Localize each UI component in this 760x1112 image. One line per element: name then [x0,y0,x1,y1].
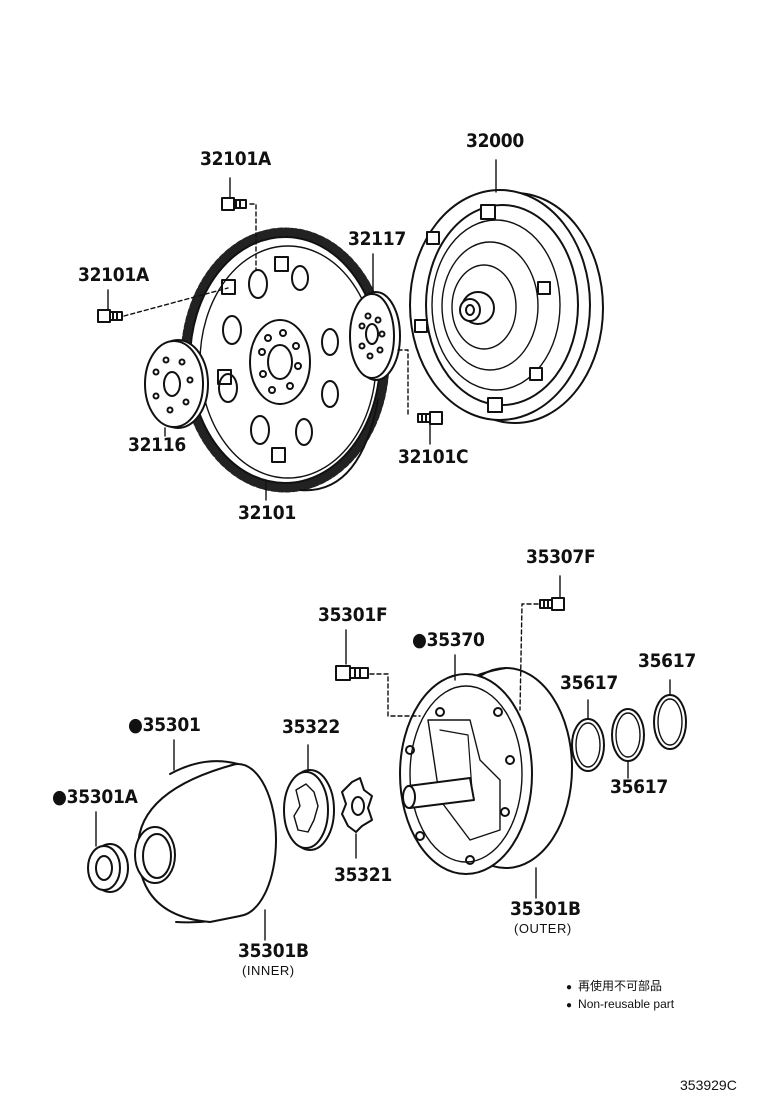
torque-converter [409,159,604,424]
label-35301f: 35301F [318,604,388,626]
oil-pump-body [399,654,573,899]
label-32117: 32117 [348,228,406,250]
label-35370: ●35370 [412,629,485,651]
label-35301: ●35301 [128,714,201,736]
label-35321: 35321 [334,864,392,886]
oil-seal [87,811,129,893]
spacer-plate-32116 [144,339,209,437]
label-32116: 32116 [128,434,186,456]
label-32101a-left: 32101A [78,264,149,286]
label-35322: 35322 [282,716,340,738]
legend-japanese: ● 再使用不可部品 [566,980,662,993]
label-35301a: ●35301A [52,786,138,808]
legend-bullet-icon: ● [566,1000,573,1011]
bolt-35307f [519,575,565,711]
bolt-32101a-top [221,177,257,271]
legend-english: ● Non-reusable part [566,998,674,1011]
sublabel-inner: (INNER) [242,963,295,978]
label-35307f: 35307F [526,546,596,568]
sublabel-outer: (OUTER) [514,921,572,936]
drive-plate [180,227,390,501]
bolt-35301f [335,629,421,717]
legend-en-text: Non-reusable part [578,997,675,1011]
label-35301b-inner: 35301B [238,940,309,962]
label-35617-right: 35617 [638,650,696,672]
diagram-code: 353929C [680,1077,737,1093]
o-rings [571,679,687,779]
bolt-32101a-left [97,287,229,323]
legend-jp-text: 再使用不可部品 [578,979,663,993]
label-35617-left: 35617 [560,672,618,694]
pump-drive-gear [341,777,373,859]
label-32000: 32000 [466,130,524,152]
label-32101a-top: 32101A [200,148,271,170]
label-32101: 32101 [238,502,296,524]
spacer-plate-32117 [349,253,401,381]
label-35617-bottom: 35617 [610,776,668,798]
stator-support-cover [134,739,277,941]
label-35301b-outer: 35301B [510,898,581,920]
label-32101c: 32101C [398,446,469,468]
legend-bullet-icon: ● [566,982,573,993]
pump-driven-gear [283,744,335,851]
bolt-32101c [397,349,443,445]
